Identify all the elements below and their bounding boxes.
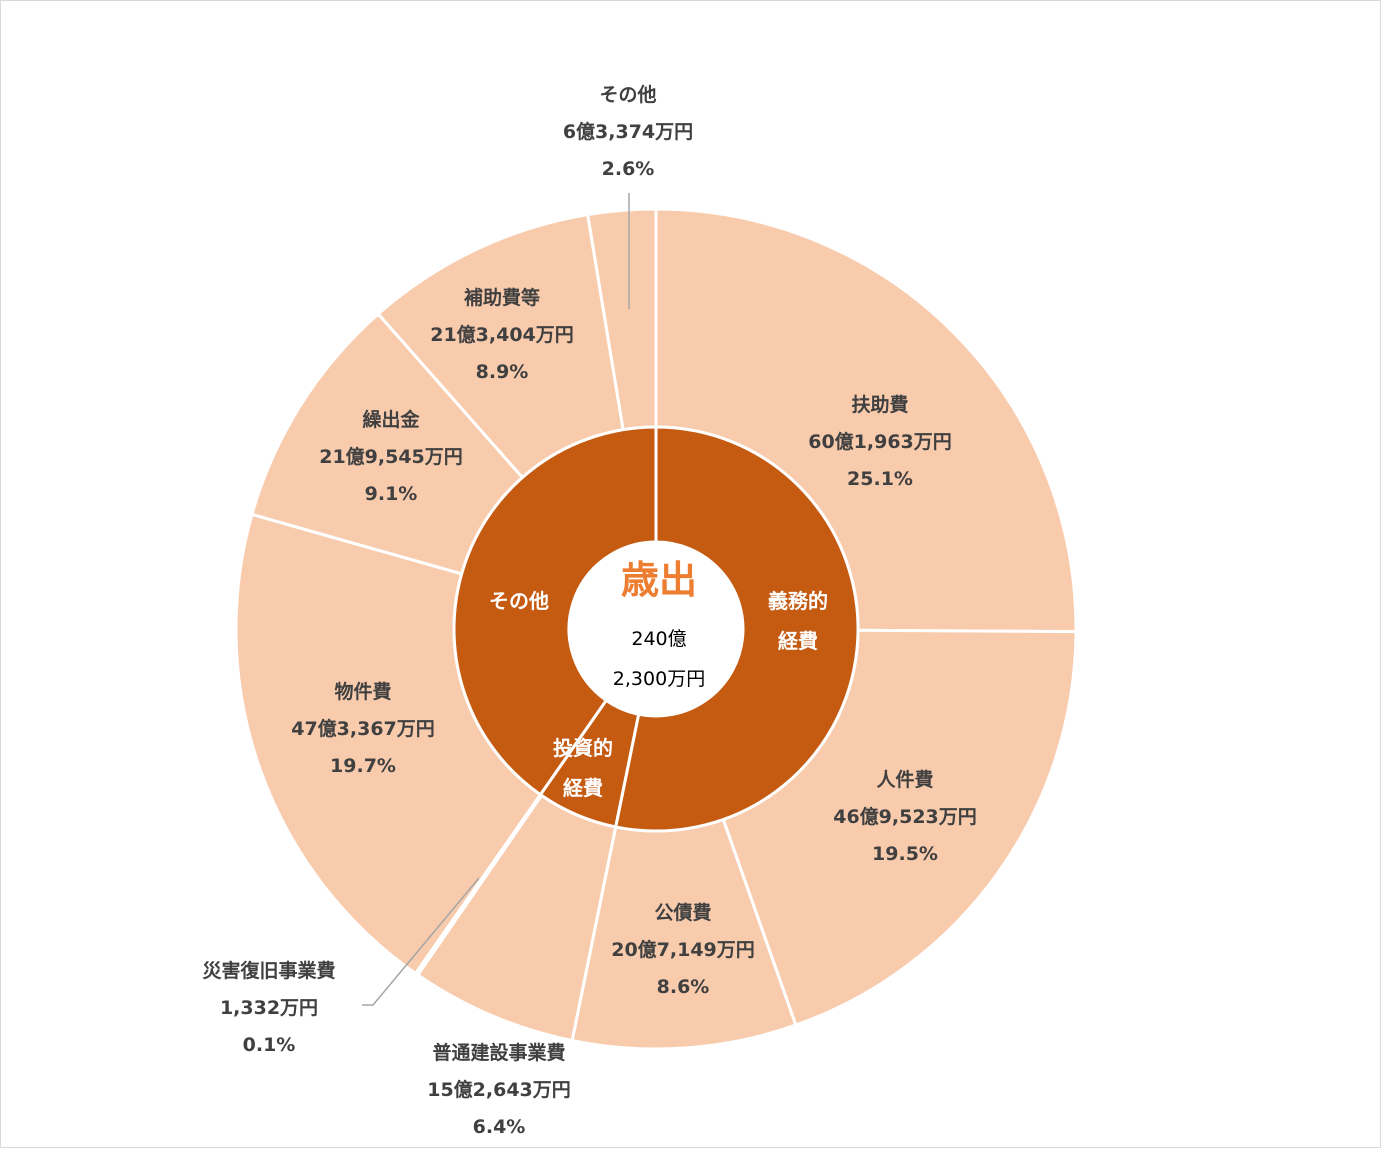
outer-label-name-1: 人件費 xyxy=(876,768,933,791)
outer-label-name-0: 扶助費 xyxy=(851,393,908,416)
outer-label-name-2: 公債費 xyxy=(654,901,711,924)
outer-label-percent-4: 0.1% xyxy=(243,1034,296,1056)
inner-ring xyxy=(452,425,860,833)
outer-label-amount-7: 21億3,404万円 xyxy=(430,323,574,346)
outer-label-amount-6: 21億9,545万円 xyxy=(319,445,463,468)
outer-ring xyxy=(234,207,1078,1051)
labels: 扶助費 60億1,963万円 25.1% 人件費 46億9,523万円 19.5% 公債費 2… xyxy=(202,83,976,1138)
outer-label-amount-5: 47億3,367万円 xyxy=(291,717,435,740)
leader-lines xyxy=(362,193,630,1006)
center-hole xyxy=(569,542,743,716)
center-total-line1: 240億 xyxy=(631,628,686,650)
inner-label-1-line-0: 投資的 xyxy=(553,736,613,760)
outer-label-percent-6: 9.1% xyxy=(365,483,418,505)
outer-label-name-8: その他 xyxy=(599,83,656,106)
leader-line-disaster xyxy=(362,877,480,1006)
outer-label-amount-8: 6億3,374万円 xyxy=(563,120,693,143)
outer-label-percent-2: 8.6% xyxy=(657,976,710,998)
inner-slice-0 xyxy=(613,425,860,833)
outer-label-name-6: 繰出金 xyxy=(362,408,420,431)
outer-label-amount-3: 15億2,643万円 xyxy=(427,1078,571,1101)
inner-label-1-line-1: 経費 xyxy=(563,776,603,800)
outer-label-percent-7: 8.9% xyxy=(476,361,529,383)
outer-label-percent-0: 25.1% xyxy=(847,468,913,490)
outer-label-name-3: 普通建設事業費 xyxy=(432,1041,565,1064)
outer-label-name-7: 補助費等 xyxy=(463,286,540,309)
outer-label-percent-8: 2.6% xyxy=(602,158,655,180)
outer-label-amount-1: 46億9,523万円 xyxy=(833,805,977,828)
center-total-line2: 2,300万円 xyxy=(613,668,705,690)
outer-label-percent-5: 19.7% xyxy=(330,755,396,777)
outer-label-amount-4: 1,332万円 xyxy=(220,997,318,1019)
outer-label-percent-1: 19.5% xyxy=(872,843,938,865)
inner-label-0-line-1: 経費 xyxy=(778,629,818,653)
inner-label-0-line-0: 義務的 xyxy=(768,589,828,613)
inner-label-2-line-0: その他 xyxy=(489,589,549,613)
outer-label-name-5: 物件費 xyxy=(334,680,391,703)
outer-label-percent-3: 6.4% xyxy=(473,1116,526,1138)
outer-label-amount-0: 60億1,963万円 xyxy=(808,430,952,453)
outer-label-amount-2: 20億7,149万円 xyxy=(611,938,755,961)
outer-label-name-4: 災害復旧事業費 xyxy=(202,959,335,982)
center-title: 歳出 xyxy=(621,558,697,602)
